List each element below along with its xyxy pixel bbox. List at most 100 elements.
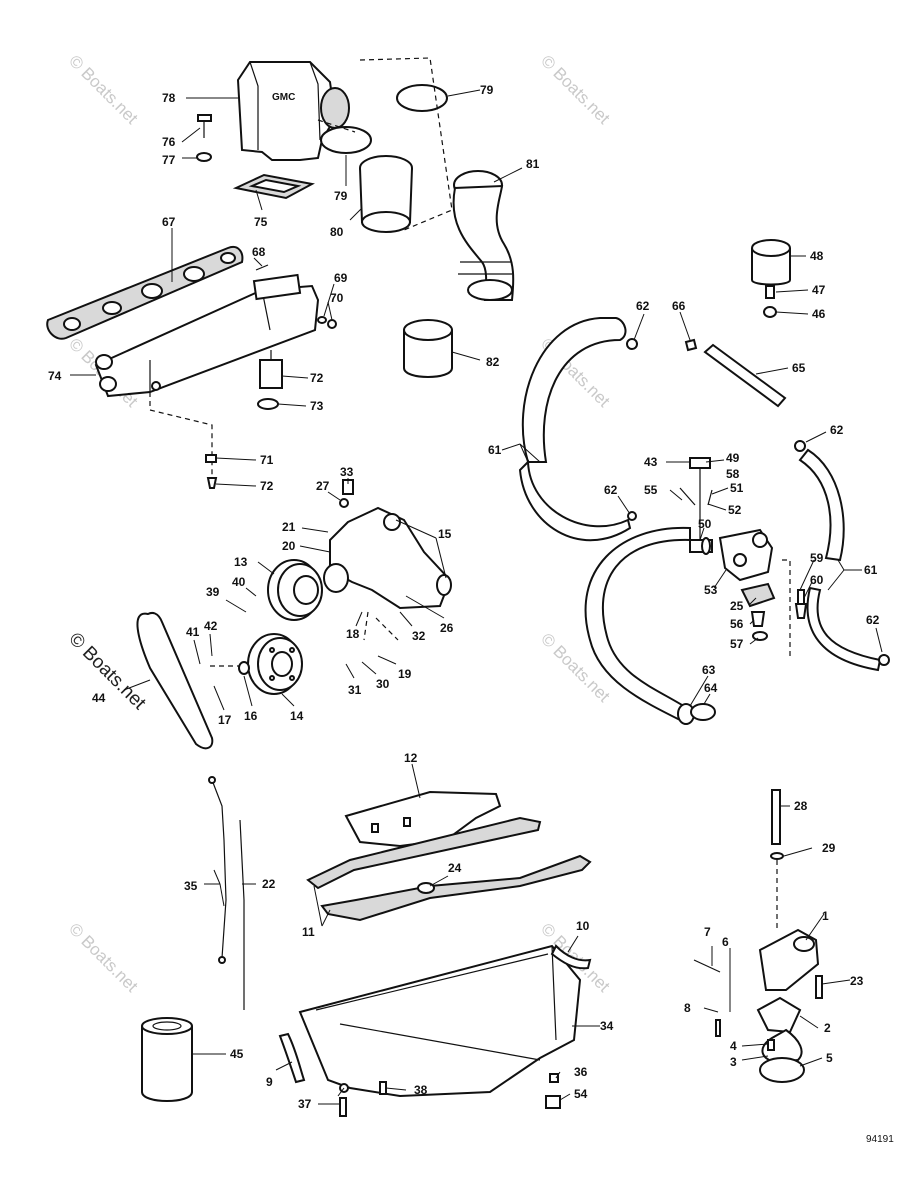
callout-label: 62	[866, 613, 880, 627]
pump-pulley-drawing	[267, 559, 323, 621]
callout-label: 42	[204, 619, 218, 633]
callout-label: 62	[604, 483, 618, 497]
callout-label: 12	[404, 751, 418, 765]
callout-label: 72	[260, 479, 274, 493]
callout-label: 31	[348, 683, 362, 697]
callout-label: 65	[792, 361, 806, 375]
callout-label: 71	[260, 453, 274, 467]
washer-nut-drawing	[317, 316, 337, 329]
callout-label: 61	[488, 443, 502, 457]
bypass-tube-drawing	[684, 338, 787, 408]
watermark: © Boats.net	[537, 51, 614, 128]
dipstick-drawing	[208, 776, 245, 1010]
callout-label: 46	[812, 307, 826, 321]
bolt-washer-drawing	[196, 114, 212, 162]
callout-label: 36	[574, 1065, 588, 1079]
callout-label: 49	[726, 451, 740, 465]
exhaust-sleeve-drawing	[403, 319, 453, 378]
callout-label: 61	[864, 563, 878, 577]
callout-label: 57	[730, 637, 744, 651]
callout-label: 9	[266, 1075, 273, 1089]
figure-reference-number: 94191	[866, 1134, 894, 1145]
callout-label: 78	[162, 91, 176, 105]
callout-label: 33	[340, 465, 354, 479]
drain-valve-drawing	[794, 589, 808, 619]
callout-label: 32	[412, 629, 426, 643]
callout-label: 80	[330, 225, 344, 239]
callout-label: 30	[376, 677, 390, 691]
crank-pulley-drawing	[210, 633, 303, 695]
callout-label: 64	[704, 681, 718, 695]
callout-label: 76	[162, 135, 176, 149]
callout-label: 60	[810, 573, 824, 587]
callout-label: 14	[290, 709, 304, 723]
svg-text:GMC: GMC	[272, 92, 295, 103]
callout-label: 34	[600, 1019, 614, 1033]
watermark: © Boats.net	[65, 51, 142, 128]
callout-label: 19	[398, 667, 412, 681]
callout-label: 62	[830, 423, 844, 437]
elbow-gasket-drawing	[232, 173, 315, 200]
callout-label: 68	[252, 245, 266, 259]
callout-label: 79	[334, 189, 348, 203]
callout-label: 18	[346, 627, 360, 641]
callout-label: 39	[206, 585, 220, 599]
callout-label: 70	[330, 291, 344, 305]
callout-label: 58	[726, 467, 740, 481]
callout-label: 67	[162, 215, 176, 229]
callout-label: 6	[722, 935, 729, 949]
callout-label: 20	[282, 539, 296, 553]
callout-label: 52	[728, 503, 742, 517]
part-drawings: GMC	[46, 57, 890, 1117]
callout-label: 43	[644, 455, 658, 469]
callout-label: 63	[702, 663, 716, 677]
callout-label: 74	[48, 369, 62, 383]
callout-label: 56	[730, 617, 744, 631]
callout-label: 79	[480, 83, 494, 97]
manifold-gasket-drawing	[46, 246, 244, 340]
drain-fittings-drawing	[205, 350, 283, 489]
callout-label: 11	[302, 925, 315, 939]
callout-label: 45	[230, 1047, 244, 1061]
callout-label: 22	[262, 877, 276, 891]
callout-label: 28	[794, 799, 808, 813]
callout-label: 38	[414, 1083, 428, 1097]
callout-label: 82	[486, 355, 500, 369]
callout-label: 2	[824, 1021, 831, 1035]
large-hose-drawing	[584, 526, 716, 725]
callout-label: 4	[730, 1039, 737, 1053]
callout-labels: 1 2 3 4 5 6 7 8 9 10 11 12 13 14 15 16 1…	[48, 83, 880, 1111]
oil-pan-drawing	[298, 944, 582, 1098]
callout-label: 66	[672, 299, 686, 313]
callout-label: 35	[184, 879, 198, 893]
exhaust-manifold-drawing	[94, 273, 320, 480]
callout-label: 25	[730, 599, 744, 613]
exhaust-elbow-drawing: GMC	[236, 61, 350, 161]
rear-seal-drawing	[550, 944, 592, 970]
right-hoses-drawing	[794, 440, 890, 672]
small-fittings-drawing	[679, 457, 713, 540]
callout-label: 29	[822, 841, 836, 855]
watermark: © Boats.net	[65, 919, 142, 996]
callout-label: 26	[440, 621, 454, 635]
callout-label: 3	[730, 1055, 737, 1069]
callout-label: 44	[92, 691, 106, 705]
callout-label: 37	[298, 1097, 312, 1111]
callout-label: 81	[526, 157, 540, 171]
callout-label: 62	[636, 299, 650, 313]
callout-label: 24	[448, 861, 462, 875]
oil-pan-baffle-drawing	[344, 790, 502, 848]
callout-label: 41	[186, 625, 200, 639]
oil-pump-drawing	[693, 928, 823, 1083]
hose-clamps-drawing	[317, 57, 453, 233]
callout-label: 59	[810, 551, 824, 565]
pickup-tube-drawing	[770, 789, 784, 930]
reservoir-cap-drawing	[751, 239, 791, 318]
callout-label: 48	[810, 249, 824, 263]
pan-fasteners-drawing	[339, 1073, 561, 1117]
callout-label: 72	[310, 371, 324, 385]
callout-label: 73	[310, 399, 324, 413]
callout-label: 54	[574, 1087, 588, 1101]
leader-lines	[70, 89, 883, 1105]
callout-label: 10	[576, 919, 590, 933]
